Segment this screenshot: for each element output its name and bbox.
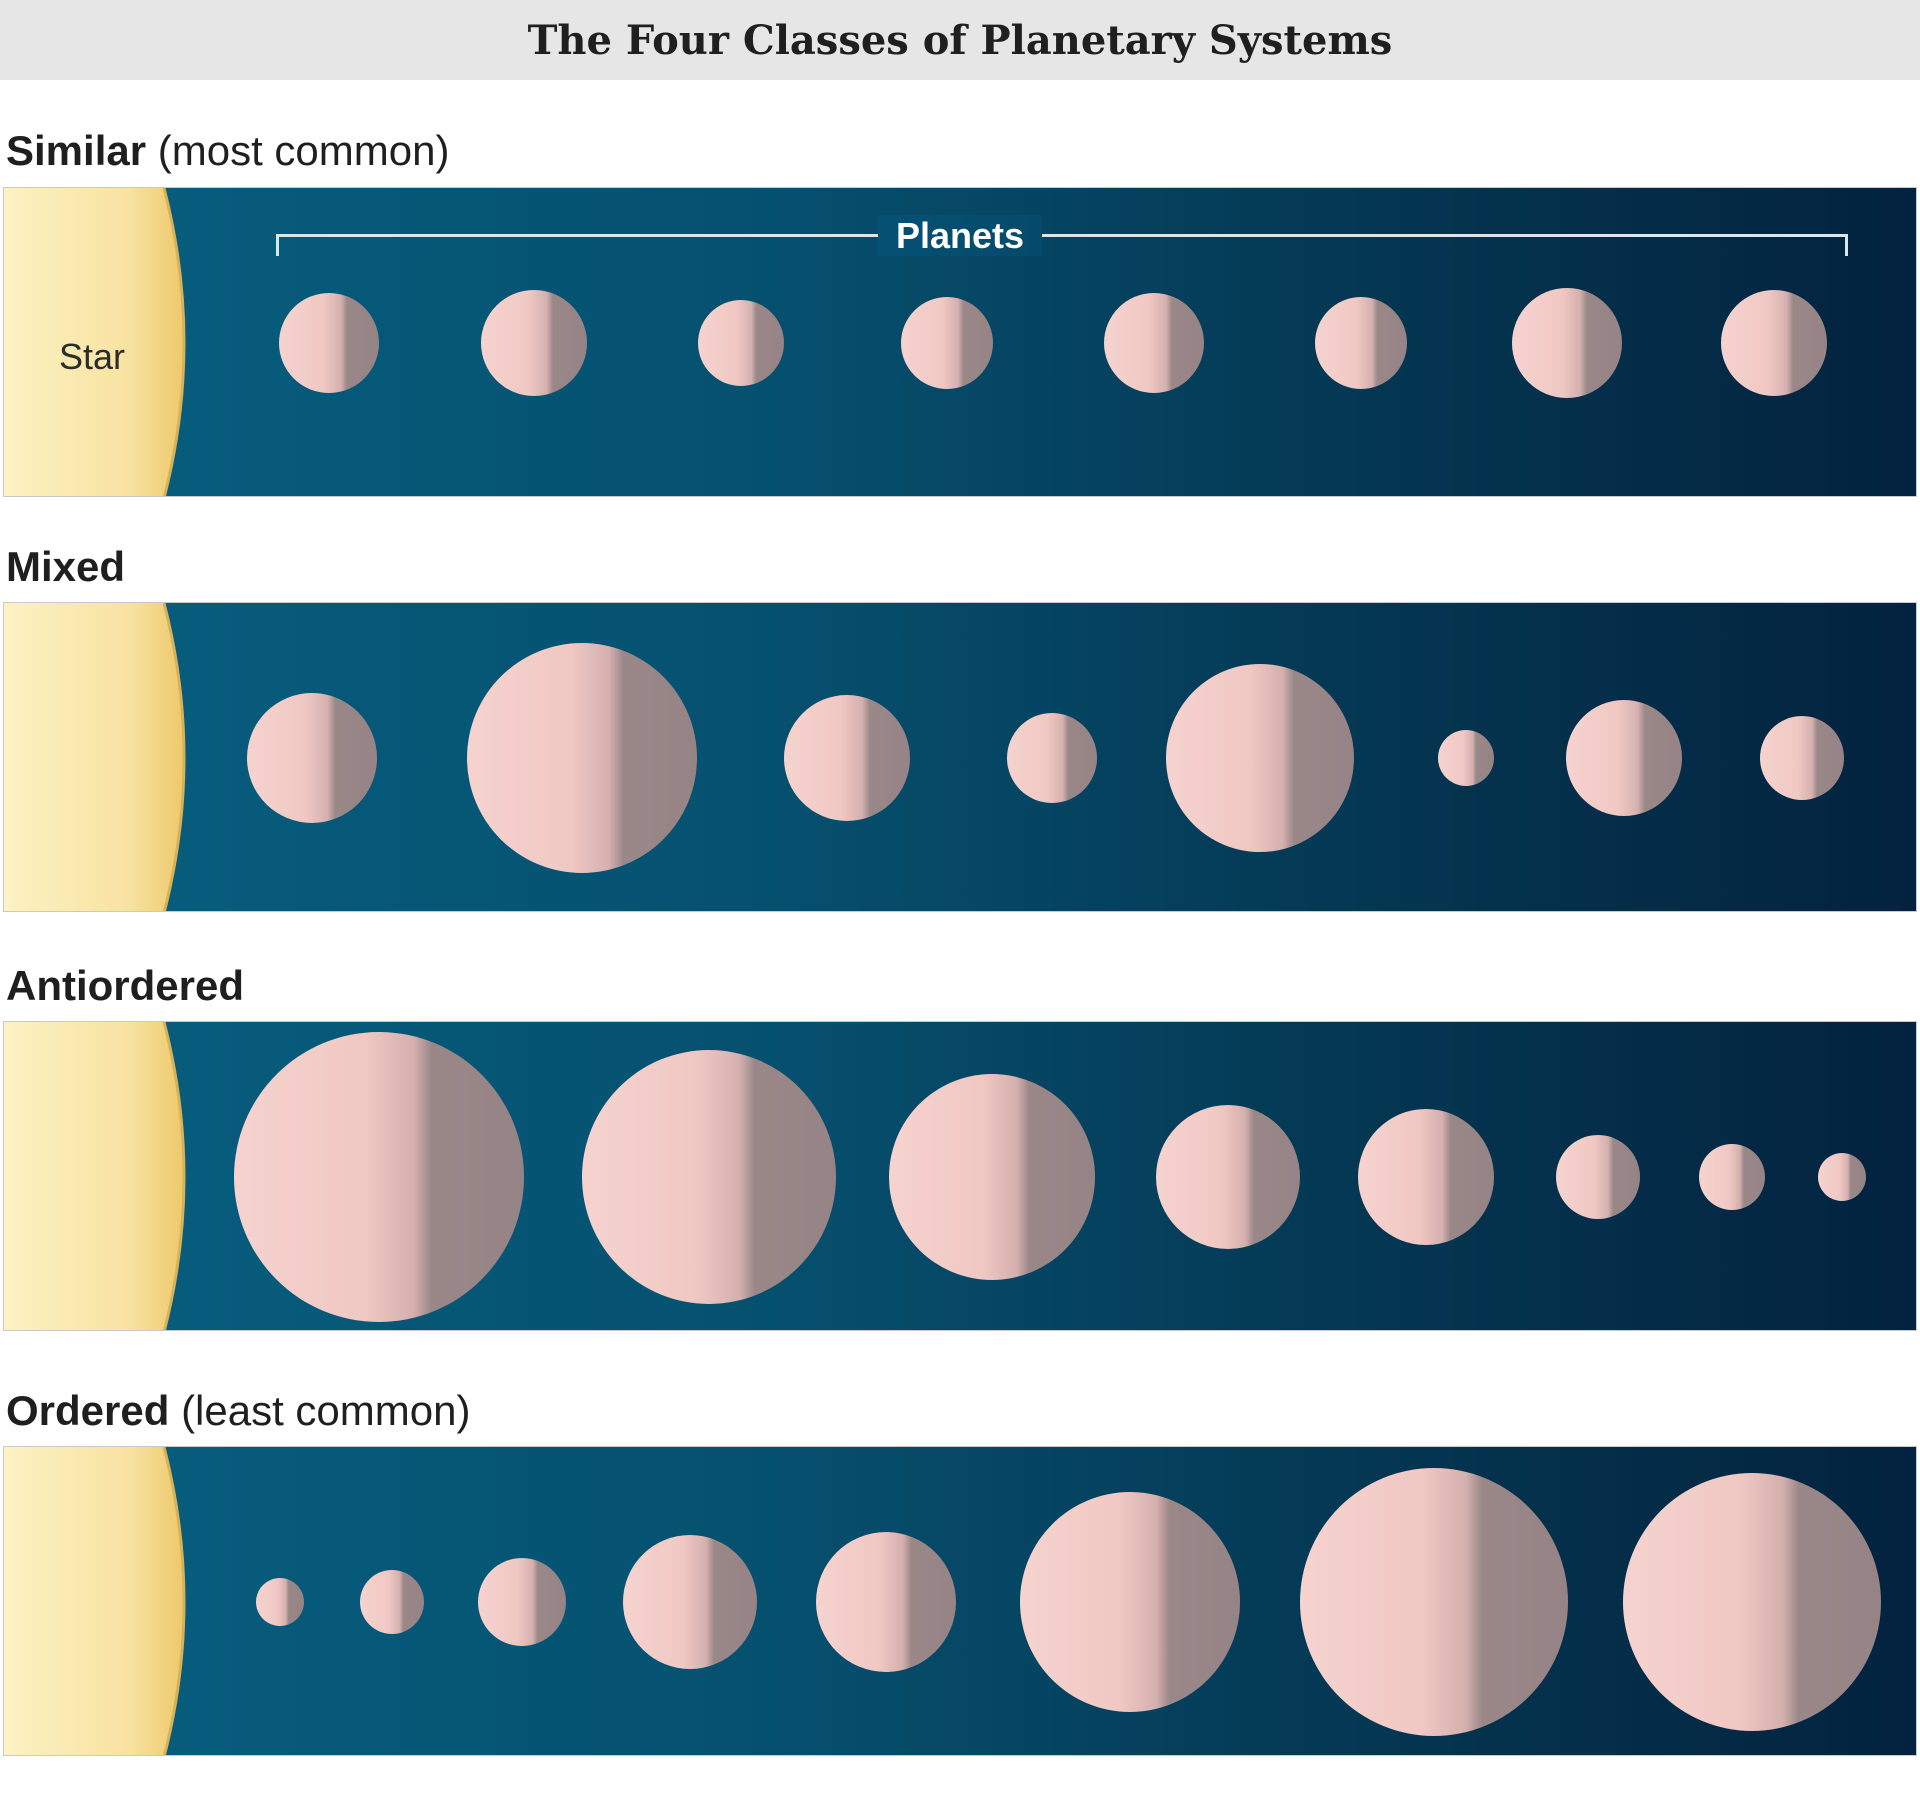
star-icon	[4, 188, 1827, 496]
system-name: Mixed	[6, 543, 126, 590]
system-panel	[3, 1021, 1917, 1331]
planet-8	[1721, 290, 1827, 396]
star-shape	[4, 188, 184, 496]
system-name: Antiordered	[6, 962, 245, 1009]
star-shape	[4, 1022, 184, 1330]
planet-1	[234, 1032, 524, 1322]
planet-3	[889, 1074, 1095, 1280]
system-heading: Ordered (least common)	[6, 1390, 470, 1432]
star-shape	[4, 603, 184, 911]
planet-6	[1020, 1492, 1240, 1712]
planet-7	[1566, 700, 1682, 816]
system-note: (most common)	[157, 127, 450, 174]
planets-bracket	[276, 234, 1848, 256]
planet-1	[279, 293, 379, 393]
planet-3	[698, 300, 784, 386]
planet-7	[1300, 1468, 1568, 1736]
planet-5	[1104, 293, 1204, 393]
system-heading: Mixed	[6, 546, 125, 588]
planet-4	[1156, 1105, 1300, 1249]
planet-8	[1760, 716, 1844, 800]
planet-2	[582, 1050, 836, 1304]
planet-6	[1556, 1135, 1640, 1219]
system-panel	[3, 602, 1917, 912]
planet-5	[1166, 664, 1354, 852]
page-title: The Four Classes of Planetary Systems	[527, 16, 1393, 64]
planet-5	[816, 1532, 956, 1672]
planet-8	[1623, 1473, 1881, 1731]
star-edge	[162, 188, 186, 496]
system-panel	[3, 1446, 1917, 1756]
planet-2	[481, 290, 587, 396]
star-icon	[4, 1447, 1881, 1755]
system-heading: Similar (most common)	[6, 130, 449, 172]
planet-7	[1699, 1144, 1765, 1210]
star-icon	[4, 603, 1844, 911]
planet-6	[1315, 297, 1407, 389]
star-label: Star	[59, 336, 126, 377]
planet-4	[1007, 713, 1097, 803]
planet-8	[1818, 1153, 1866, 1201]
star-shape	[4, 1447, 184, 1755]
star-edge	[162, 1447, 186, 1755]
planet-6	[1438, 730, 1494, 786]
planet-2	[467, 643, 697, 873]
title-bar: The Four Classes of Planetary Systems	[0, 0, 1920, 80]
planet-4	[901, 297, 993, 389]
planet-5	[1358, 1109, 1494, 1245]
star-edge	[162, 1022, 186, 1330]
planet-4	[623, 1535, 757, 1669]
planet-1	[247, 693, 377, 823]
planet-1	[256, 1578, 304, 1626]
star-edge	[162, 603, 186, 911]
planet-7	[1512, 288, 1622, 398]
planet-2	[360, 1570, 424, 1634]
star-icon	[4, 1022, 1866, 1330]
system-name: Similar	[6, 127, 147, 174]
system-note: (least common)	[181, 1387, 471, 1434]
planet-3	[784, 695, 910, 821]
planet-3	[478, 1558, 566, 1646]
system-name: Ordered	[6, 1387, 170, 1434]
system-heading: Antiordered	[6, 965, 244, 1007]
